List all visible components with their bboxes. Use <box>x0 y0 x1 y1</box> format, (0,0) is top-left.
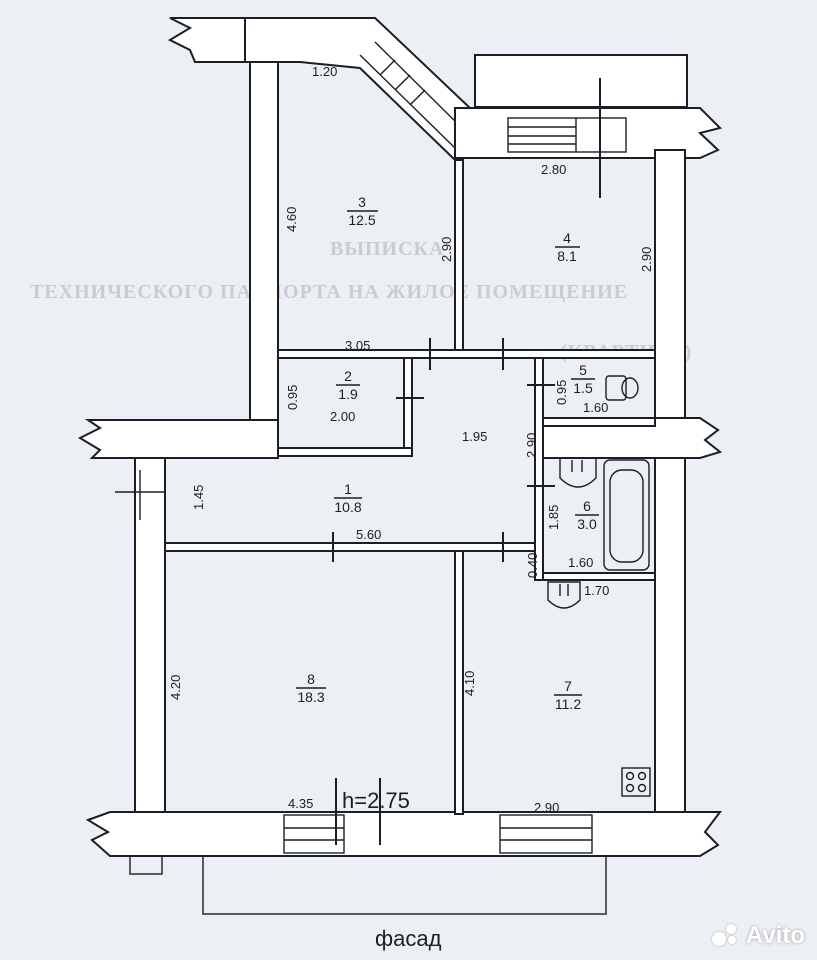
avito-watermark: Avito <box>711 922 805 950</box>
dim-1-85: 1.85 <box>546 505 561 530</box>
room-3-area: 12.5 <box>348 212 375 228</box>
wall-top-right-block <box>474 54 688 108</box>
avito-watermark-text: Avito <box>745 922 805 949</box>
dim-1-45: 1.45 <box>191 485 206 510</box>
wall-top-right <box>454 107 722 159</box>
balcony-outline <box>202 855 607 915</box>
partition-wc-bath <box>542 417 656 427</box>
room-1-number: 1 <box>344 481 352 497</box>
dim-0-95-room2: 0.95 <box>285 385 300 410</box>
room-1-label: 1 10.8 <box>334 481 362 515</box>
dim-4-35: 4.35 <box>288 796 313 811</box>
dim-4-20: 4.20 <box>168 675 183 700</box>
background-title: ВЫПИСКА <box>330 238 444 260</box>
partition-room8-room7 <box>454 550 464 815</box>
room-4-label: 4 8.1 <box>555 230 580 264</box>
wall-left-upper <box>249 61 279 423</box>
room-5-number: 5 <box>579 362 587 378</box>
dim-2-00: 2.00 <box>330 409 355 424</box>
room-4-number: 4 <box>563 230 571 246</box>
room-5-area: 1.5 <box>573 380 593 396</box>
room-7-area: 11.2 <box>555 696 581 712</box>
dim-4-10: 4.10 <box>462 671 477 696</box>
bathtub-icon <box>603 459 650 571</box>
partition-hall-bottom <box>164 542 536 552</box>
room-2-number: 2 <box>344 368 352 384</box>
wall-left-break <box>77 419 279 459</box>
dim-0-95-room5: 0.95 <box>554 380 569 405</box>
dim-2-80: 2.80 <box>541 162 566 177</box>
partition-bath-bottom <box>542 572 656 581</box>
partition-bath-left <box>534 357 544 581</box>
dim-4-60: 4.60 <box>284 207 299 232</box>
room-6-number: 6 <box>583 498 591 514</box>
partition-room2-bottom <box>277 447 413 457</box>
dim-5-60: 5.60 <box>356 527 381 542</box>
room-3-label: 3 12.5 <box>347 194 378 228</box>
room-2-area: 1.9 <box>338 386 358 402</box>
dim-2-90-hall: 2.90 <box>524 433 539 458</box>
room-8-label: 8 18.3 <box>296 671 326 705</box>
room-1-area: 10.8 <box>334 499 361 515</box>
room-2-label: 2 1.9 <box>336 368 360 402</box>
dim-2-90-room3: 2.90 <box>439 237 454 262</box>
dim-2-90-room4: 2.90 <box>639 247 654 272</box>
room-7-label: 7 11.2 <box>554 678 582 712</box>
wall-right-lower <box>654 457 686 829</box>
partition-room2-right <box>403 357 413 457</box>
room-4-area: 8.1 <box>557 248 577 264</box>
wall-right-upper <box>654 149 686 421</box>
dim-2-90-room7: 2.90 <box>534 800 559 815</box>
room-7-number: 7 <box>564 678 572 694</box>
wall-bottom-facade <box>85 811 722 857</box>
dim-1-60-room6: 1.60 <box>568 555 593 570</box>
partition-bedroom-line <box>277 349 656 359</box>
dim-3-05: 3.05 <box>345 338 370 353</box>
dim-1-60-room5: 1.60 <box>583 400 608 415</box>
avito-logo-icon <box>711 924 740 948</box>
room-8-area: 18.3 <box>297 689 324 705</box>
toilet-icon <box>605 375 639 401</box>
room-6-label: 6 3.0 <box>575 498 599 532</box>
sink-icon <box>559 457 597 488</box>
dim-1-20: 1.20 <box>312 64 337 79</box>
ceiling-height: h=2.75 <box>342 788 410 813</box>
background-subtitle: ТЕХНИЧЕСКОГО ПАСПОРТА НА ЖИЛОЕ ПОМЕЩЕНИЕ <box>30 281 628 303</box>
room-6-area: 3.0 <box>577 516 597 532</box>
room-3-number: 3 <box>358 194 366 210</box>
facade-label: фасад <box>375 926 442 951</box>
dim-1-70: 1.70 <box>584 583 609 598</box>
room-8-number: 8 <box>307 671 315 687</box>
dim-0-40: 0.40 <box>525 553 540 578</box>
room-5-label: 5 1.5 <box>571 362 595 396</box>
partition-room3-room4 <box>454 159 464 353</box>
stove-icon <box>621 767 651 797</box>
kitchen-sink-icon <box>547 581 581 609</box>
dim-1-95: 1.95 <box>462 429 487 444</box>
